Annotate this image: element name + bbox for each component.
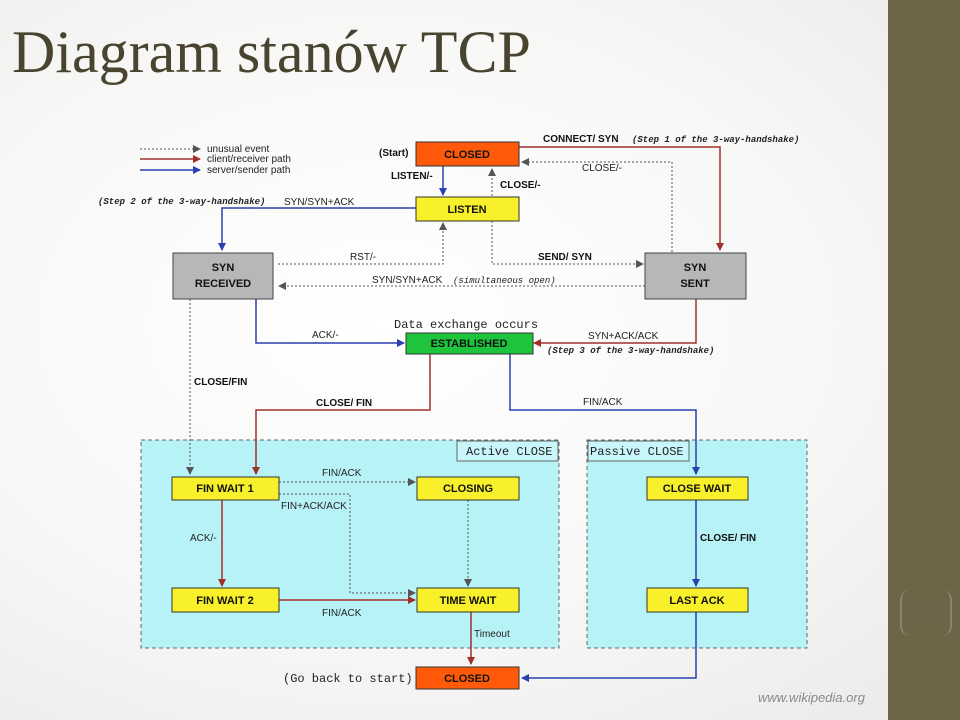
label-step3: (Step 3 of the 3-way-handshake) [547,346,714,356]
passive-close-label: Passive CLOSE [590,445,684,459]
active-close-label: Active CLOSE [466,445,552,459]
state-syn-sent [644,252,747,300]
label-simultaneous-note: (simultaneous open) [453,276,556,286]
arrow-est-closewait [509,354,700,475]
state-closed-top-label: CLOSED [444,149,490,161]
legend-server-label: server/sender path [207,165,290,176]
passive-close-tag [587,440,690,462]
label-step1: (Step 1 of the 3-way-handshake) [632,135,799,145]
state-last-ack [646,587,749,613]
legend-client-label: client/receiver path [207,154,291,165]
passive-close-region [586,439,808,649]
state-closed-bottom [415,666,520,690]
label-timeout: Timeout [474,629,510,640]
label-syn-synack: SYN/SYN+ACK [284,197,355,208]
label-synack-ack: SYN+ACK/ACK [588,331,659,342]
label-start: (Start) [379,148,408,159]
state-syn-sent-label-2: SENT [680,278,710,290]
label-send-syn: SEND/ SYN [538,252,592,263]
label-simultaneous: SYN/SYN+ACK [372,275,443,286]
label-step2: (Step 2 of the 3-way-handshake) [98,197,265,207]
state-established-label: ESTABLISHED [431,338,508,350]
label-go-back: (Go back to start) [283,672,413,686]
arrow-fw1-timewait [279,493,416,597]
label-fw2-timewait: FIN/ACK [322,608,362,619]
label-close-fin-mid: CLOSE/ FIN [316,398,372,409]
arrow-connect [519,146,724,251]
arrow-synsent-est [533,299,697,347]
label-close-dash-mid: CLOSE/- [500,180,541,191]
slide-title: Diagram stanów TCP [12,19,531,85]
state-listen-label: LISTEN [447,204,486,216]
arrow-synrcvd-est [255,299,405,347]
label-rst: RST/- [350,252,376,263]
page-number-badge: 93 [900,590,952,636]
state-closed-bottom-label: CLOSED [444,673,490,685]
state-syn-received-label-2: RECEIVED [195,278,251,290]
state-closed-top [415,141,520,167]
source-footer: www.wikipedia.org [758,690,865,705]
label-fw1-closing: FIN/ACK [322,468,362,479]
label-connect: CONNECT/ SYN [543,134,619,145]
label-ack-dash: ACK/- [312,330,339,341]
arrow-rst [278,222,447,265]
state-fin-wait-2 [171,587,280,613]
page-number: 93 [915,602,937,623]
label-ack-dash-fw: ACK/- [190,533,217,544]
active-close-tag [456,440,559,462]
state-closing [416,476,520,501]
arrow-listen-synrcvd [218,207,416,251]
label-close-dash-top: CLOSE/- [582,163,622,174]
arrow-synsent-closed [521,158,673,252]
state-listen [415,196,520,222]
state-time-wait [416,587,520,613]
state-syn-received [172,252,274,300]
label-data-exchange: Data exchange occurs [394,318,538,332]
label-close-fin-cw: CLOSE/ FIN [700,533,756,544]
state-time-wait-label: TIME WAIT [440,595,497,607]
label-close-fin-left: CLOSE/FIN [194,377,247,388]
legend-unusual-label: unusual event [207,144,269,155]
state-close-wait-label: CLOSE WAIT [663,483,732,495]
state-last-ack-label: LAST ACK [669,595,724,607]
state-established [405,332,534,355]
arrow-lastack-closed [521,612,697,682]
state-closing-label: CLOSING [443,483,493,495]
state-syn-sent-label-1: SYN [684,262,707,274]
state-close-wait [646,476,749,501]
state-syn-received-label-1: SYN [212,262,235,274]
label-listen-dash: LISTEN/- [391,171,433,182]
state-fin-wait-1-label: FIN WAIT 1 [196,483,253,495]
arrow-est-fw1 [252,354,431,475]
label-fin-ack-right: FIN/ACK [583,397,623,408]
label-fin-ack-ack: FIN+ACK/ACK [281,501,347,512]
state-fin-wait-1 [171,476,280,501]
state-fin-wait-2-label: FIN WAIT 2 [196,595,253,607]
